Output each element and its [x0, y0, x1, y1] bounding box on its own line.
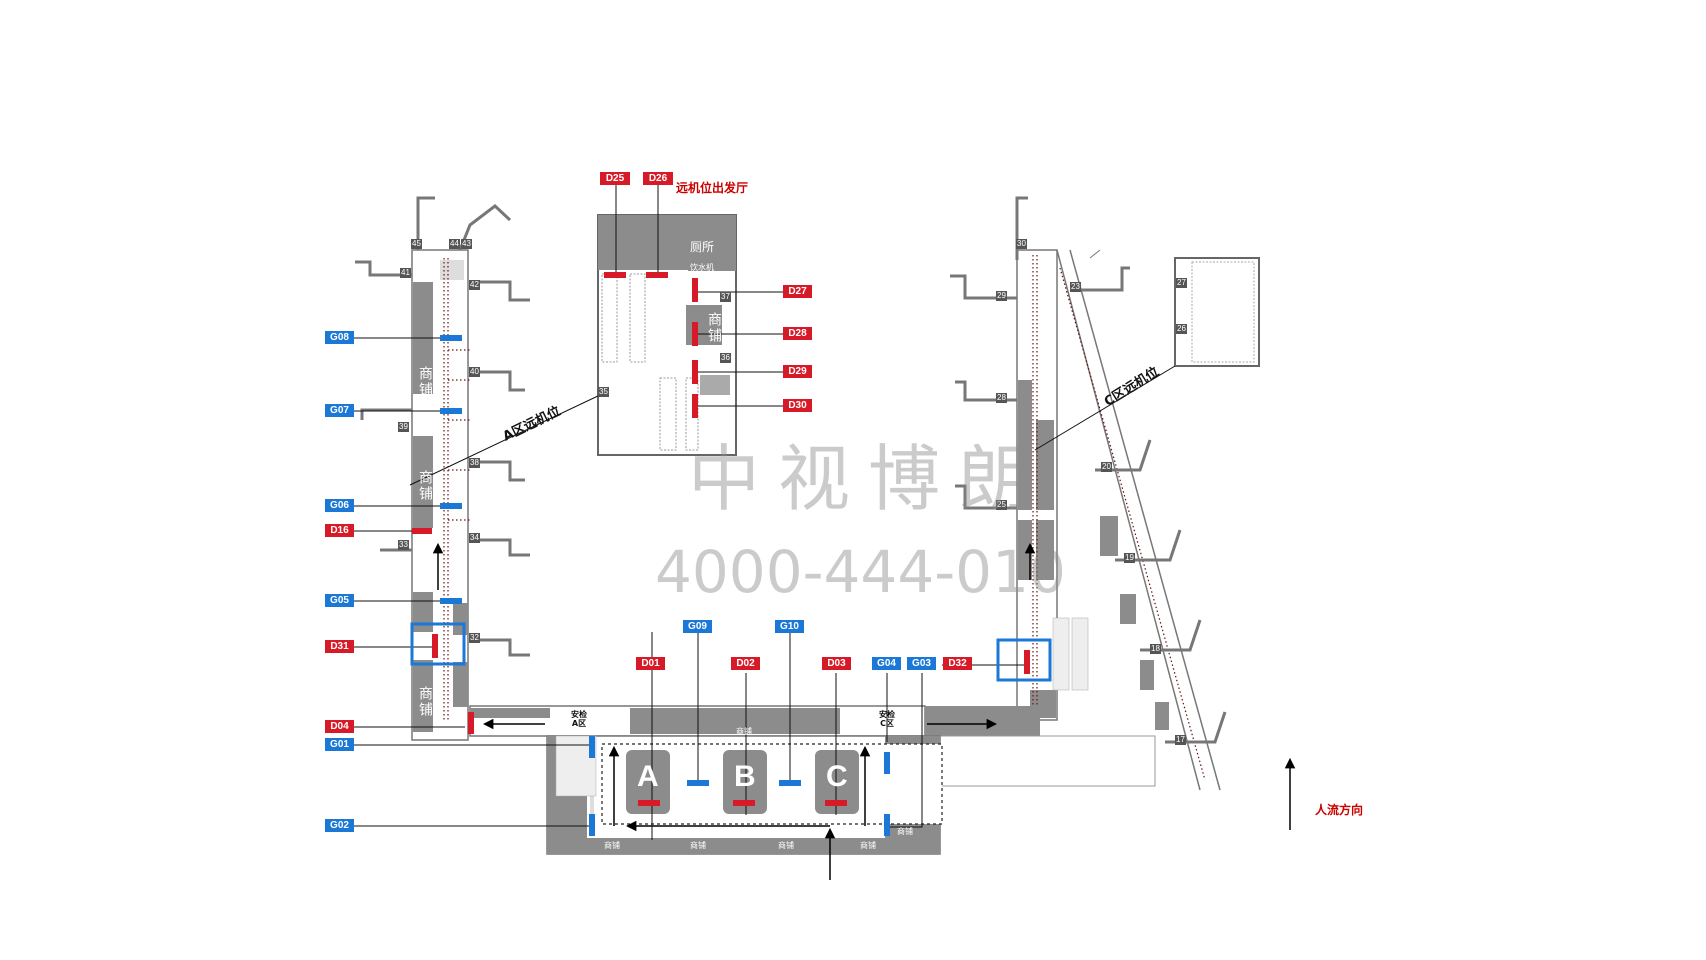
gate-44: 44: [449, 239, 460, 249]
ad-g02[interactable]: G02: [325, 819, 354, 832]
shop-label-6: 商铺: [690, 841, 706, 850]
ad-g06[interactable]: G06: [325, 499, 354, 512]
shop-label-5: 商铺: [604, 841, 620, 850]
water-label: 饮水机: [690, 263, 714, 272]
gate-26: 26: [1176, 324, 1187, 334]
shop-label-9: 商铺: [736, 727, 752, 736]
checkin-island-c: C: [826, 760, 848, 793]
ad-d03[interactable]: D03: [822, 657, 851, 670]
gate-30: 30: [1016, 239, 1027, 249]
left-jet-bridges: [355, 196, 530, 657]
ad-d04[interactable]: D04: [325, 720, 354, 733]
shop-label-10: 商铺: [897, 827, 913, 836]
shop-label-3: 商铺: [417, 686, 433, 718]
gate-36: 36: [720, 353, 731, 363]
gate-35: 35: [598, 387, 609, 397]
gate-42: 42: [469, 280, 480, 290]
ad-d32[interactable]: D32: [943, 657, 972, 670]
ad-d16[interactable]: D16: [325, 524, 354, 537]
gate-41: 41: [400, 268, 411, 278]
gate-20: 20: [1101, 462, 1112, 472]
shop-label-2: 商铺: [417, 470, 433, 502]
gate-38: 38: [469, 458, 480, 468]
c-remote-hall: [1174, 257, 1260, 367]
ad-g07[interactable]: G07: [325, 404, 354, 417]
callout-lines: [352, 185, 1176, 840]
checkin-island-a: A: [637, 760, 659, 793]
security-a-label: 安检 A区: [571, 710, 587, 728]
restroom-label: 厕所: [690, 240, 715, 254]
ad-d30[interactable]: D30: [783, 399, 812, 412]
ad-d02[interactable]: D02: [731, 657, 760, 670]
ad-d29[interactable]: D29: [783, 365, 812, 378]
main-hall: [469, 705, 1156, 855]
remote-departure-hall-title: 远机位出发厅: [676, 181, 749, 195]
gate-23: 23: [1070, 282, 1081, 292]
gate-28: 28: [996, 393, 1007, 403]
ad-g09[interactable]: G09: [683, 620, 712, 633]
ad-d31[interactable]: D31: [325, 640, 354, 653]
shop-label-8: 商铺: [860, 841, 876, 850]
ad-d28[interactable]: D28: [783, 327, 812, 340]
remote-departure-hall: [597, 214, 737, 456]
gate-27: 27: [1176, 278, 1187, 288]
shop-label-7: 商铺: [778, 841, 794, 850]
gate-34: 34: [469, 533, 480, 543]
security-c-label: 安检 C区: [879, 710, 895, 728]
red-ad-panels: [412, 272, 1030, 806]
ad-g10[interactable]: G10: [775, 620, 804, 633]
gate-40: 40: [469, 367, 480, 377]
shop-label-4: 商铺: [706, 312, 722, 344]
gate-43: 43: [461, 239, 472, 249]
ad-g08[interactable]: G08: [325, 331, 354, 344]
ad-g04[interactable]: G04: [872, 657, 901, 670]
flow-arrows: [432, 542, 1296, 880]
checkin-island-b: B: [734, 760, 756, 793]
blue-ad-panels: [440, 335, 890, 836]
gate-29: 29: [996, 291, 1007, 301]
gate-18: 18: [1150, 644, 1161, 654]
ad-g01[interactable]: G01: [325, 738, 354, 751]
ad-d26[interactable]: D26: [643, 172, 673, 185]
gate-45: 45: [411, 239, 422, 249]
gate-32: 32: [469, 633, 480, 643]
gate-39: 39: [398, 422, 409, 432]
gate-19: 19: [1124, 553, 1135, 563]
ad-g05[interactable]: G05: [325, 594, 354, 607]
shop-label-1: 商铺: [417, 366, 433, 398]
gate-17: 17: [1175, 735, 1186, 745]
gate-37: 37: [720, 292, 731, 302]
ad-d27[interactable]: D27: [783, 285, 812, 298]
ad-d01[interactable]: D01: [636, 657, 665, 670]
highlight-boxes: [410, 622, 1052, 682]
ad-g03[interactable]: G03: [907, 657, 936, 670]
ad-d25[interactable]: D25: [600, 172, 630, 185]
gate-25: 25: [996, 500, 1007, 510]
gate-33: 33: [398, 540, 409, 550]
flow-direction-label: 人流方向: [1315, 803, 1364, 817]
